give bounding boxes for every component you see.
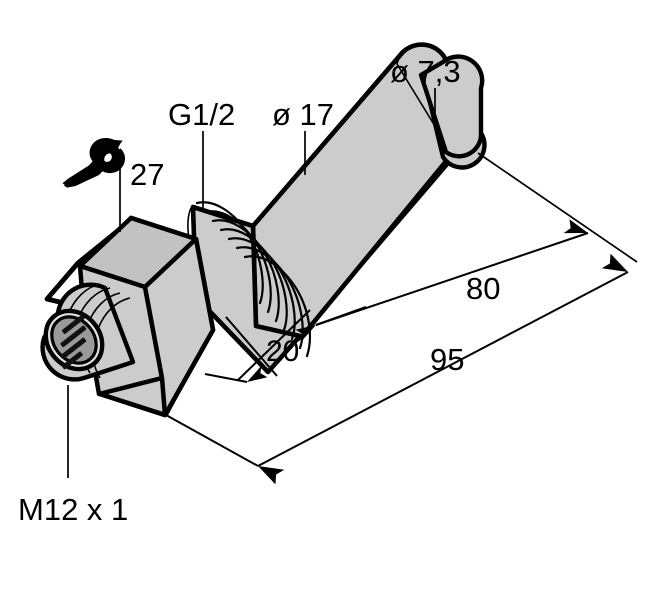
dimension-20: 20 — [204, 306, 367, 383]
barrel-front-rim — [396, 51, 453, 155]
dim-20-tail-lower — [204, 373, 248, 383]
sensor-tip-capsule — [418, 54, 485, 159]
wrench-glyph-clean — [64, 140, 126, 188]
dim-80-arrow-right — [563, 219, 588, 234]
wrench-size-label: 27 — [130, 157, 164, 192]
dim-20-leg-a — [237, 309, 311, 381]
dimension-80: 80 — [315, 152, 638, 326]
dim-95-tail-left — [165, 414, 259, 467]
dim-80-label: 80 — [466, 271, 500, 306]
dim-95-line — [257, 271, 629, 467]
dimension-95: 95 — [165, 253, 629, 485]
ext-80-right — [477, 152, 638, 263]
dim-95-arrow-right — [601, 253, 628, 272]
sensor-tip-capsule-body — [418, 54, 485, 159]
dim-95-label: 95 — [430, 342, 464, 377]
g-thread — [187, 201, 312, 375]
tip-diameter-label: ø 7,3 — [390, 54, 461, 89]
m12-connector — [40, 282, 136, 382]
dim-20-arrow-lower — [247, 365, 268, 382]
wrench-icon-shape — [64, 140, 126, 188]
dim-80-line — [315, 232, 589, 326]
hex-nut-vertical-edge — [144, 286, 164, 382]
leader-lines — [67, 88, 436, 478]
dim-95-arrow-left — [258, 466, 285, 485]
thread-process-label: G1/2 — [168, 97, 235, 132]
dim-20-label: 20 — [266, 335, 299, 368]
dim-20-arrow-upper — [295, 325, 316, 342]
m12-pin-slots — [60, 314, 87, 370]
body-diameter-label: ø 17 — [272, 97, 334, 132]
dim-20-line-lower — [225, 316, 278, 377]
connector-thread-label: M12 x 1 — [18, 492, 128, 527]
